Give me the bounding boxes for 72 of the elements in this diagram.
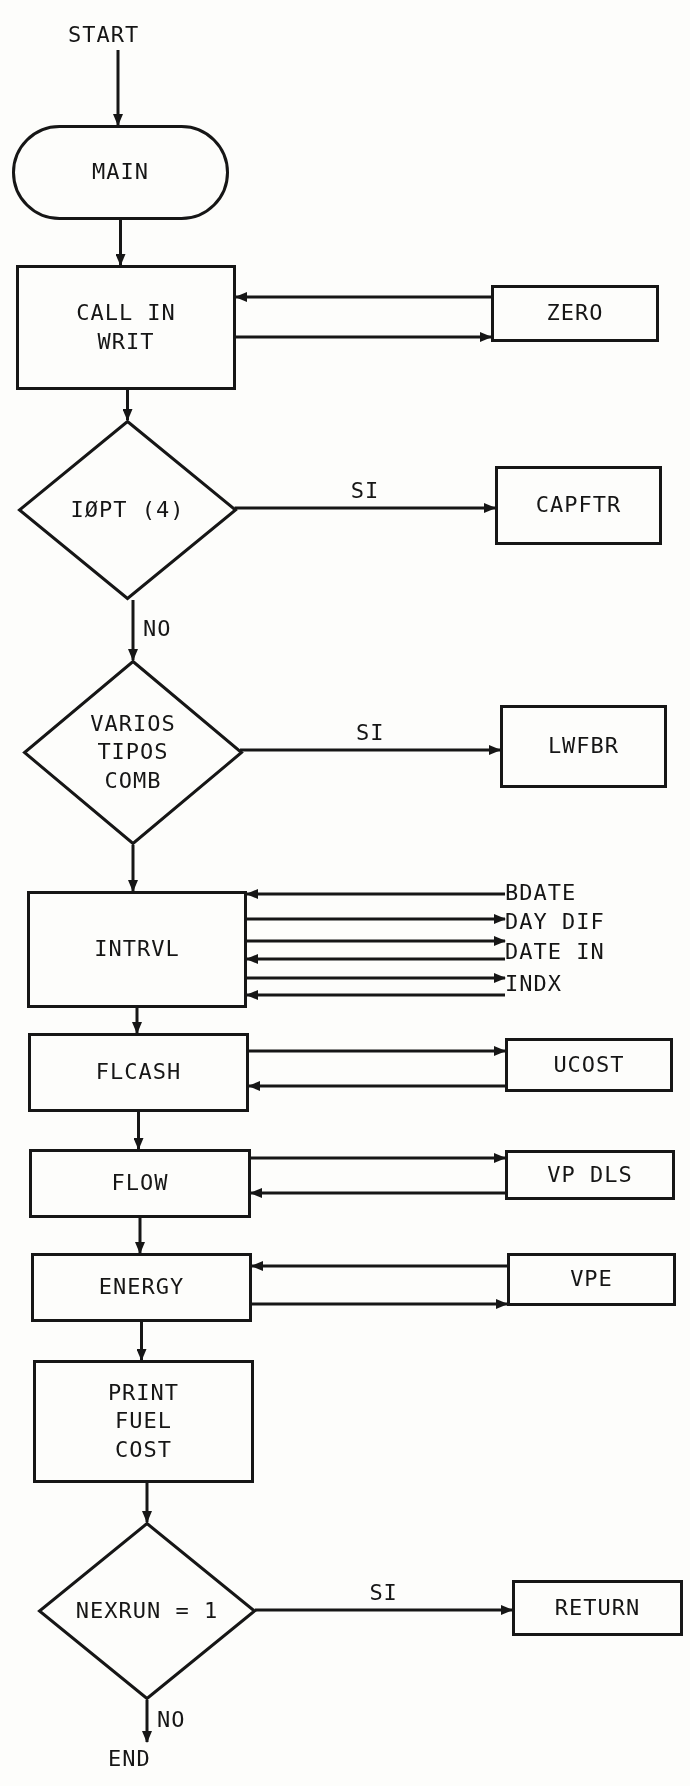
condition-text: NEXRUN = 1 xyxy=(75,1596,219,1625)
edge-label: SI xyxy=(356,722,385,744)
arrow xyxy=(236,332,492,342)
process-box xyxy=(505,1038,673,1092)
arrow xyxy=(135,1218,145,1254)
arrow xyxy=(142,1483,152,1523)
edge-label: SI xyxy=(369,1582,398,1604)
decision-diamond xyxy=(38,1522,256,1700)
box-label: LWFBR xyxy=(547,732,620,761)
arrow xyxy=(122,390,133,421)
arrow xyxy=(248,1081,505,1091)
box-label: FLCASH xyxy=(95,1058,182,1087)
box-label: RETURN xyxy=(554,1593,641,1622)
box-label: FLOW xyxy=(111,1169,169,1198)
condition-text: IØPT (4) xyxy=(70,495,185,524)
box-label: VP DLS xyxy=(547,1160,633,1189)
edge-label: NO xyxy=(143,618,172,640)
arrow xyxy=(250,1188,505,1198)
edge-label: NO xyxy=(157,1709,186,1731)
arrow xyxy=(247,936,506,946)
arrow xyxy=(247,973,506,983)
process-box xyxy=(512,1580,683,1636)
arrow xyxy=(132,1008,142,1034)
box-label: UCOST xyxy=(553,1050,625,1079)
arrow xyxy=(128,600,138,661)
box-label: CALL IN WRIT xyxy=(75,298,177,356)
decision-diamond xyxy=(23,660,243,845)
edge-label: SI xyxy=(350,480,380,502)
arrow xyxy=(251,1153,506,1163)
arrow xyxy=(142,1700,152,1743)
arrow xyxy=(247,914,506,924)
arrow xyxy=(254,1605,513,1615)
condition-text: VARIOS TIPOS COMB xyxy=(89,709,177,795)
parameter-name: BDATE xyxy=(505,878,655,906)
arrow xyxy=(249,1046,506,1056)
arrow xyxy=(246,889,505,899)
arrow xyxy=(251,1261,507,1271)
terminal-label: START xyxy=(68,18,168,50)
box-label: PRINT FUEL COST xyxy=(106,1378,181,1464)
parameter-name: INDX xyxy=(505,966,655,1000)
process-box xyxy=(507,1253,676,1306)
arrow xyxy=(234,503,496,513)
parameter-name: DAY DIF xyxy=(505,906,655,936)
arrow xyxy=(133,1112,144,1150)
process-box xyxy=(28,1033,249,1112)
parameter-name: DATE IN xyxy=(505,936,655,966)
process-box xyxy=(31,1253,252,1322)
arrow xyxy=(115,220,126,266)
process-box xyxy=(33,1360,254,1483)
box-label: ENERGY xyxy=(98,1273,185,1302)
process-box xyxy=(29,1149,251,1218)
process-box xyxy=(500,705,667,788)
process-box xyxy=(16,265,236,390)
process-box xyxy=(27,891,247,1008)
box-label: ZERO xyxy=(546,299,604,328)
box-label: INTRVL xyxy=(94,935,180,964)
arrow xyxy=(128,845,138,892)
box-label: CAPFTR xyxy=(535,491,622,520)
arrow xyxy=(246,990,505,1000)
box-label: MAIN xyxy=(92,158,149,187)
decision-diamond xyxy=(18,420,237,600)
arrow xyxy=(113,50,123,126)
arrow xyxy=(240,745,501,755)
arrow xyxy=(252,1299,508,1309)
process-box xyxy=(505,1150,675,1200)
box-label: VPE xyxy=(570,1265,613,1294)
arrow xyxy=(136,1322,147,1361)
arrow xyxy=(235,292,491,302)
process-box xyxy=(491,285,659,342)
terminal-label: END xyxy=(108,1742,168,1774)
arrow xyxy=(246,954,505,964)
process-box xyxy=(495,466,662,545)
